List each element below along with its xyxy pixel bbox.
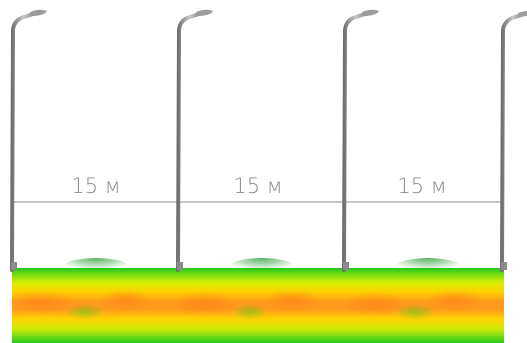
heatmap-coolspot — [232, 304, 268, 320]
heatmap-hotspot — [341, 292, 409, 316]
heatmap-hotspot — [262, 289, 322, 311]
heatmap-hotspot — [97, 289, 153, 311]
street-lamp-pole-4 — [500, 11, 527, 272]
heatmap-shadow — [394, 258, 462, 278]
heatmap-hotspot — [6, 290, 78, 314]
lamp-head-icon — [196, 9, 213, 16]
span-label-2: 15 м — [233, 174, 282, 198]
street-lamp-pole-1 — [10, 9, 47, 272]
span-label-1: 15 м — [71, 174, 120, 198]
lamp-head-icon — [30, 9, 47, 16]
street-lamp-pole-3 — [342, 9, 379, 272]
span-label-3: 15 м — [397, 174, 446, 198]
lamp-head-icon — [518, 11, 527, 17]
heatmap-hotspot — [425, 289, 485, 311]
heatmap-shadow — [228, 258, 296, 278]
heatmap-coolspot — [65, 304, 105, 320]
street-lamp-pole-2 — [176, 9, 213, 272]
heatmap-hotspot — [171, 291, 239, 317]
heatmap-shadow — [62, 258, 130, 278]
lamp-head-icon — [362, 9, 379, 16]
illuminance-heatmap — [6, 258, 504, 343]
heatmap-coolspot — [395, 304, 435, 320]
